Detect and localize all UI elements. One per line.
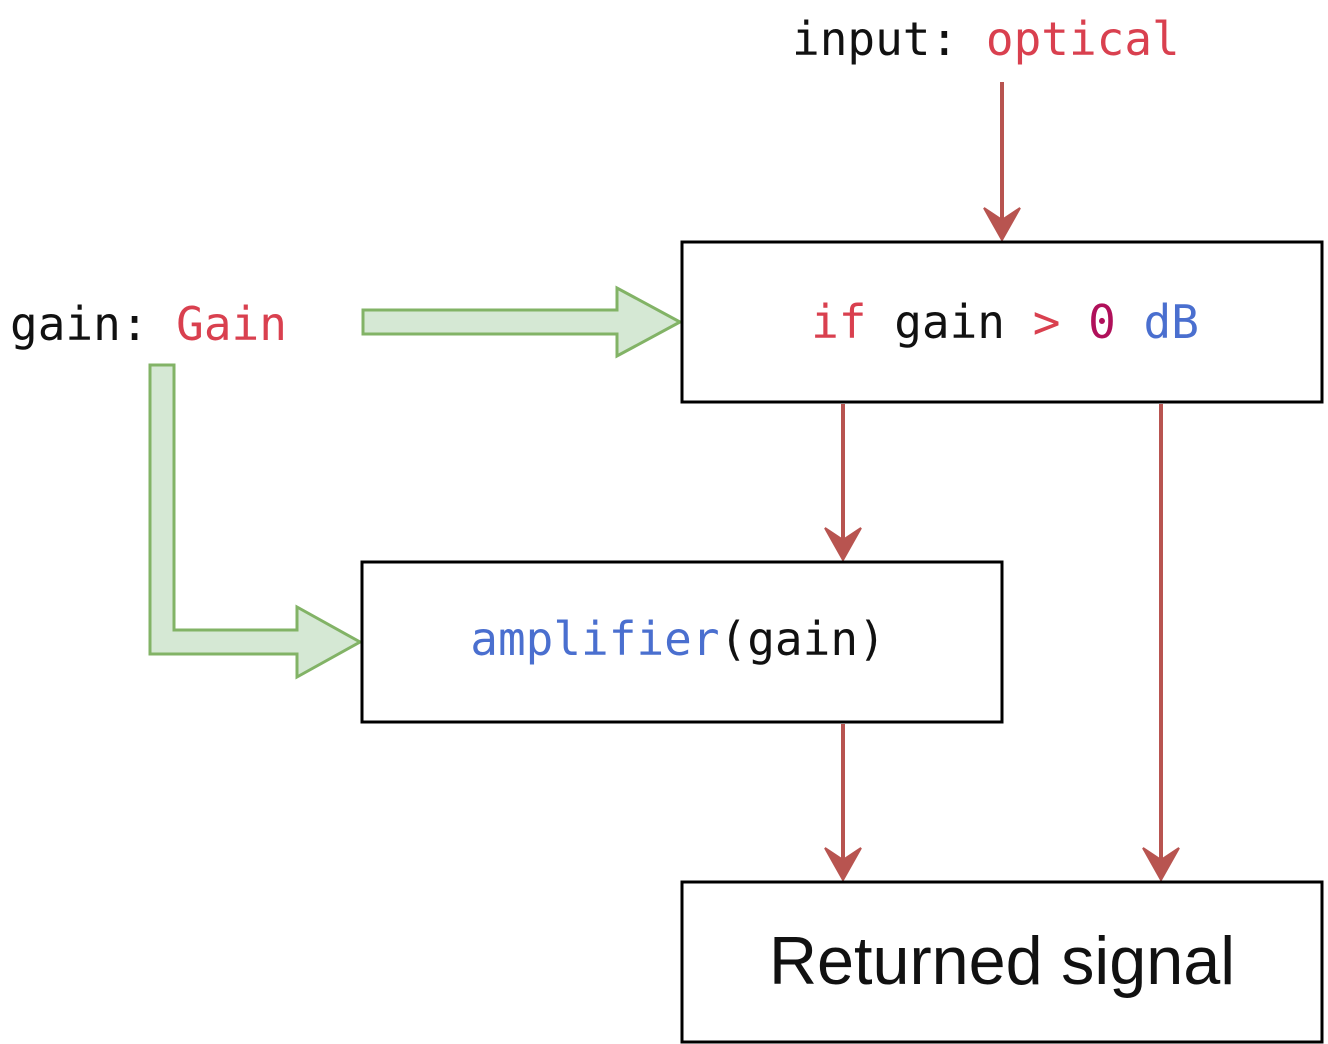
output-box: [680, 880, 1324, 1044]
condition-box: [680, 240, 1324, 404]
condition-text: if gain > 0 dB: [811, 295, 1199, 349]
amplifier-close-paren: ): [858, 612, 886, 666]
condition-variable: gain: [894, 295, 1005, 349]
gain-separator: :: [121, 297, 176, 351]
input-type: optical: [986, 12, 1180, 66]
arrowhead-input-to-condition: [983, 207, 1021, 243]
amplifier-box: [360, 560, 1004, 724]
condition-operator: >: [1033, 295, 1061, 349]
condition-unit: dB: [1144, 295, 1199, 349]
input-label: input: optical: [792, 12, 1180, 66]
flow-arrows: [824, 82, 1180, 883]
output-label: Returned signal: [769, 923, 1235, 999]
input-name: input: [792, 12, 930, 66]
arrowhead-amplifier-to-output: [824, 847, 862, 883]
amplifier-argument: gain: [747, 612, 858, 666]
gain-name: gain: [10, 297, 121, 351]
gain-to-condition-arrow: [361, 285, 684, 359]
amplifier-function: amplifier: [470, 612, 719, 666]
amplifier-open-paren: (: [720, 612, 748, 666]
condition-number: 0: [1088, 295, 1116, 349]
gain-type: Gain: [176, 297, 287, 351]
arrowhead-condition-to-amplifier: [824, 527, 862, 563]
arrowhead-condition-to-output: [1142, 847, 1180, 883]
condition-keyword: if: [811, 295, 866, 349]
gain-to-amplifier-arrow: [148, 363, 364, 680]
amplifier-text: amplifier(gain): [470, 612, 885, 666]
input-separator: :: [930, 12, 985, 66]
gain-label: gain: Gain: [10, 297, 287, 351]
